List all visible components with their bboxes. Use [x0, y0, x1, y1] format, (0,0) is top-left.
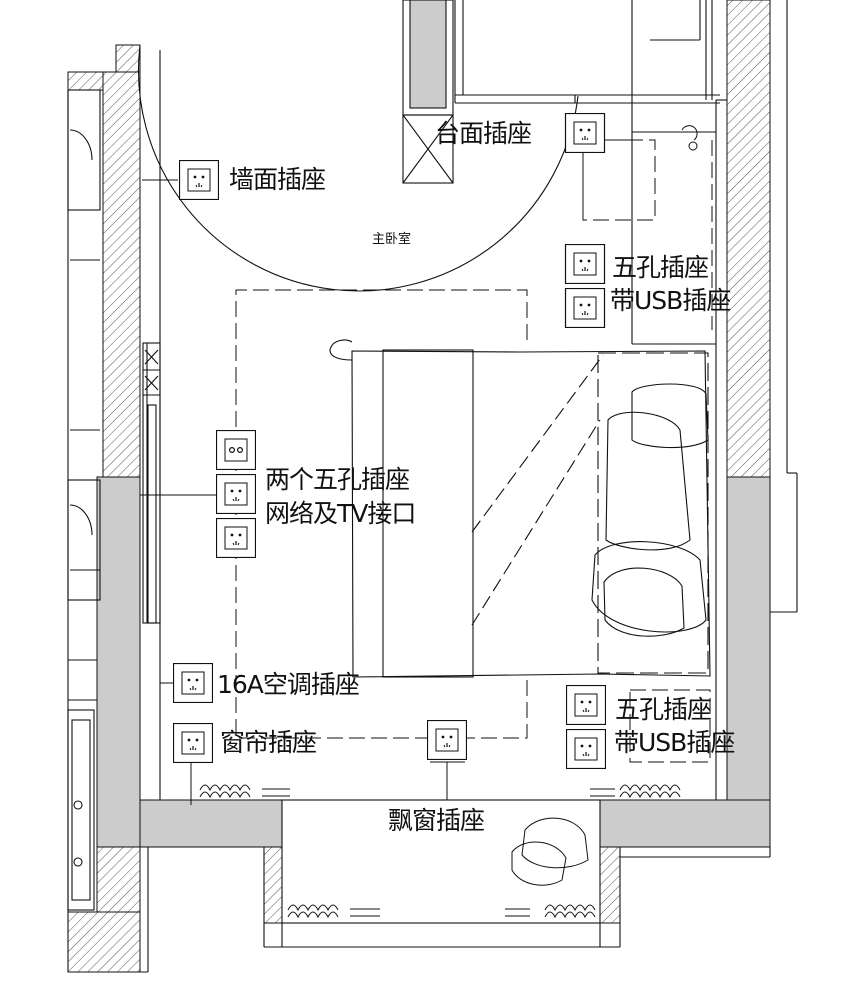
ac-socket-icon	[173, 663, 213, 703]
usb-socket-top-label: 带USB插座	[610, 286, 731, 315]
curtain-socket-label: 窗帘插座	[220, 728, 317, 757]
curtain-socket-icon	[173, 723, 213, 763]
room-label: 主卧室	[372, 232, 412, 247]
dashed-zones	[235, 139, 713, 763]
five-hole-socket-icon	[566, 685, 606, 725]
usb-socket-bottom-label: 带USB插座	[614, 728, 735, 757]
hatched-walls	[67, 0, 771, 973]
usb-socket-icon	[566, 729, 606, 769]
outline-lines	[67, 0, 798, 973]
five-hole-socket-icon	[216, 518, 256, 558]
gray-walls	[96, 476, 771, 848]
wall-five-hole-socket-icon	[179, 160, 219, 200]
network-tv-label: 网络及TV接口	[265, 499, 416, 528]
wall-socket-label: 墙面插座	[229, 165, 326, 194]
leader-lines	[140, 125, 716, 805]
usb-socket-icon	[564, 288, 606, 328]
counter-socket-label: 台面插座	[435, 119, 532, 148]
five-hole-socket-icon	[216, 474, 256, 514]
five-hole-socket-top-label: 五孔插座	[612, 253, 709, 282]
ac-socket-label: 16A空调插座	[217, 670, 360, 699]
counter-five-hole-socket-icon	[564, 113, 606, 153]
two-five-hole-socket-label: 两个五孔插座	[265, 465, 410, 494]
bay-window-socket-icon	[427, 720, 467, 760]
five-hole-socket-icon	[564, 244, 606, 284]
five-hole-socket-bottom-label: 五孔插座	[615, 695, 712, 724]
bay-window-socket-label: 飘窗插座	[388, 806, 485, 835]
network-tv-outlet-icon	[216, 430, 256, 470]
curtains	[199, 784, 681, 919]
bed	[329, 339, 711, 678]
